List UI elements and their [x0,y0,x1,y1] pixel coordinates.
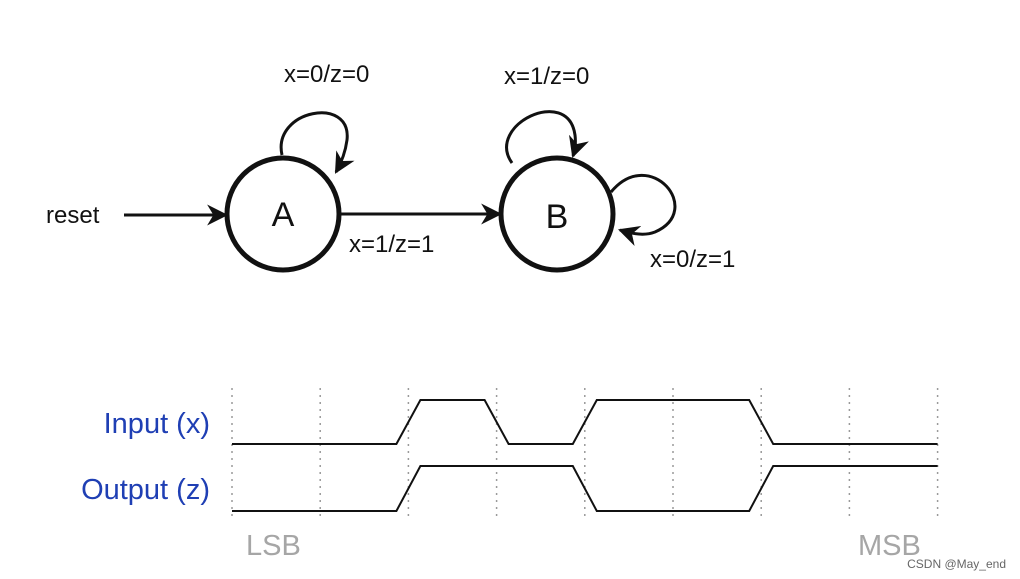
a-to-b-label: x=1/z=1 [349,231,434,258]
output-signal-label: Output (z) [81,474,210,506]
state-a-self-loop [279,111,355,174]
state-a-label: A [272,196,295,234]
watermark-credit: CSDN @May_end [907,557,1006,571]
state-b-label: B [546,198,569,236]
state-a-circle [224,155,342,273]
state-a-self-loop-label: x=0/z=0 [284,61,369,88]
state-machine: reset A x=0/z=0 x=1/z=1 B x=1/z=0 x=0/z=… [46,61,735,273]
input-waveform [232,399,938,445]
lsb-label: LSB [246,530,301,562]
state-b-right-self-loop-label: x=0/z=1 [650,246,735,273]
state-b-top-self-loop-label: x=1/z=0 [504,63,589,90]
timing-diagram: Input (x) Output (z) LSB MSB [81,388,939,562]
timing-grid [231,388,939,520]
state-b-right-self-loop [609,173,677,246]
state-b-circle [498,155,616,273]
input-signal-label: Input (x) [104,408,210,440]
state-b-top-self-loop [505,110,589,164]
output-waveform [232,465,938,512]
msb-label: MSB [858,530,921,562]
reset-label: reset [46,202,100,229]
